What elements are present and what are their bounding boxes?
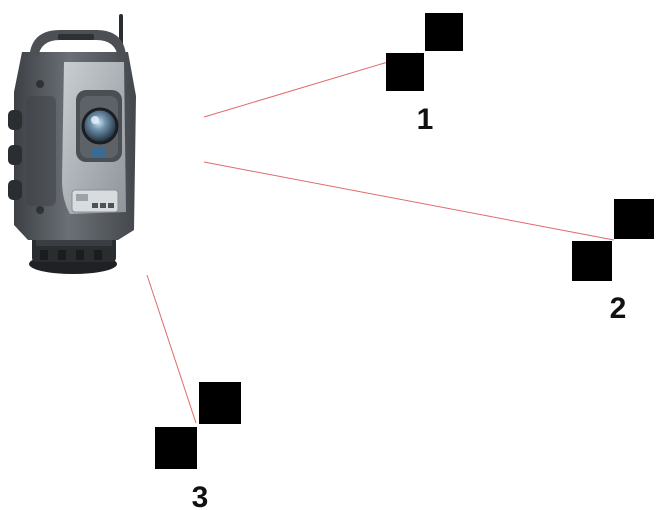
target-label-2: 2 (610, 292, 627, 325)
sight-line-3 (146, 274, 197, 424)
target-3: 3 (155, 382, 241, 510)
checkerboard-target-icon (386, 13, 463, 91)
target-label-1: 1 (417, 103, 434, 136)
target-2: 2 (572, 199, 654, 325)
lens-icon (81, 107, 119, 145)
target-label-3: 3 (192, 481, 209, 510)
total-station-icon (8, 14, 136, 274)
sight-lines (146, 52, 615, 424)
checkerboard-target-icon (572, 199, 654, 281)
sight-line-1 (203, 52, 419, 118)
sight-line-2 (203, 161, 615, 241)
target-1: 1 (386, 13, 463, 136)
checkerboard-target-icon (155, 382, 241, 469)
